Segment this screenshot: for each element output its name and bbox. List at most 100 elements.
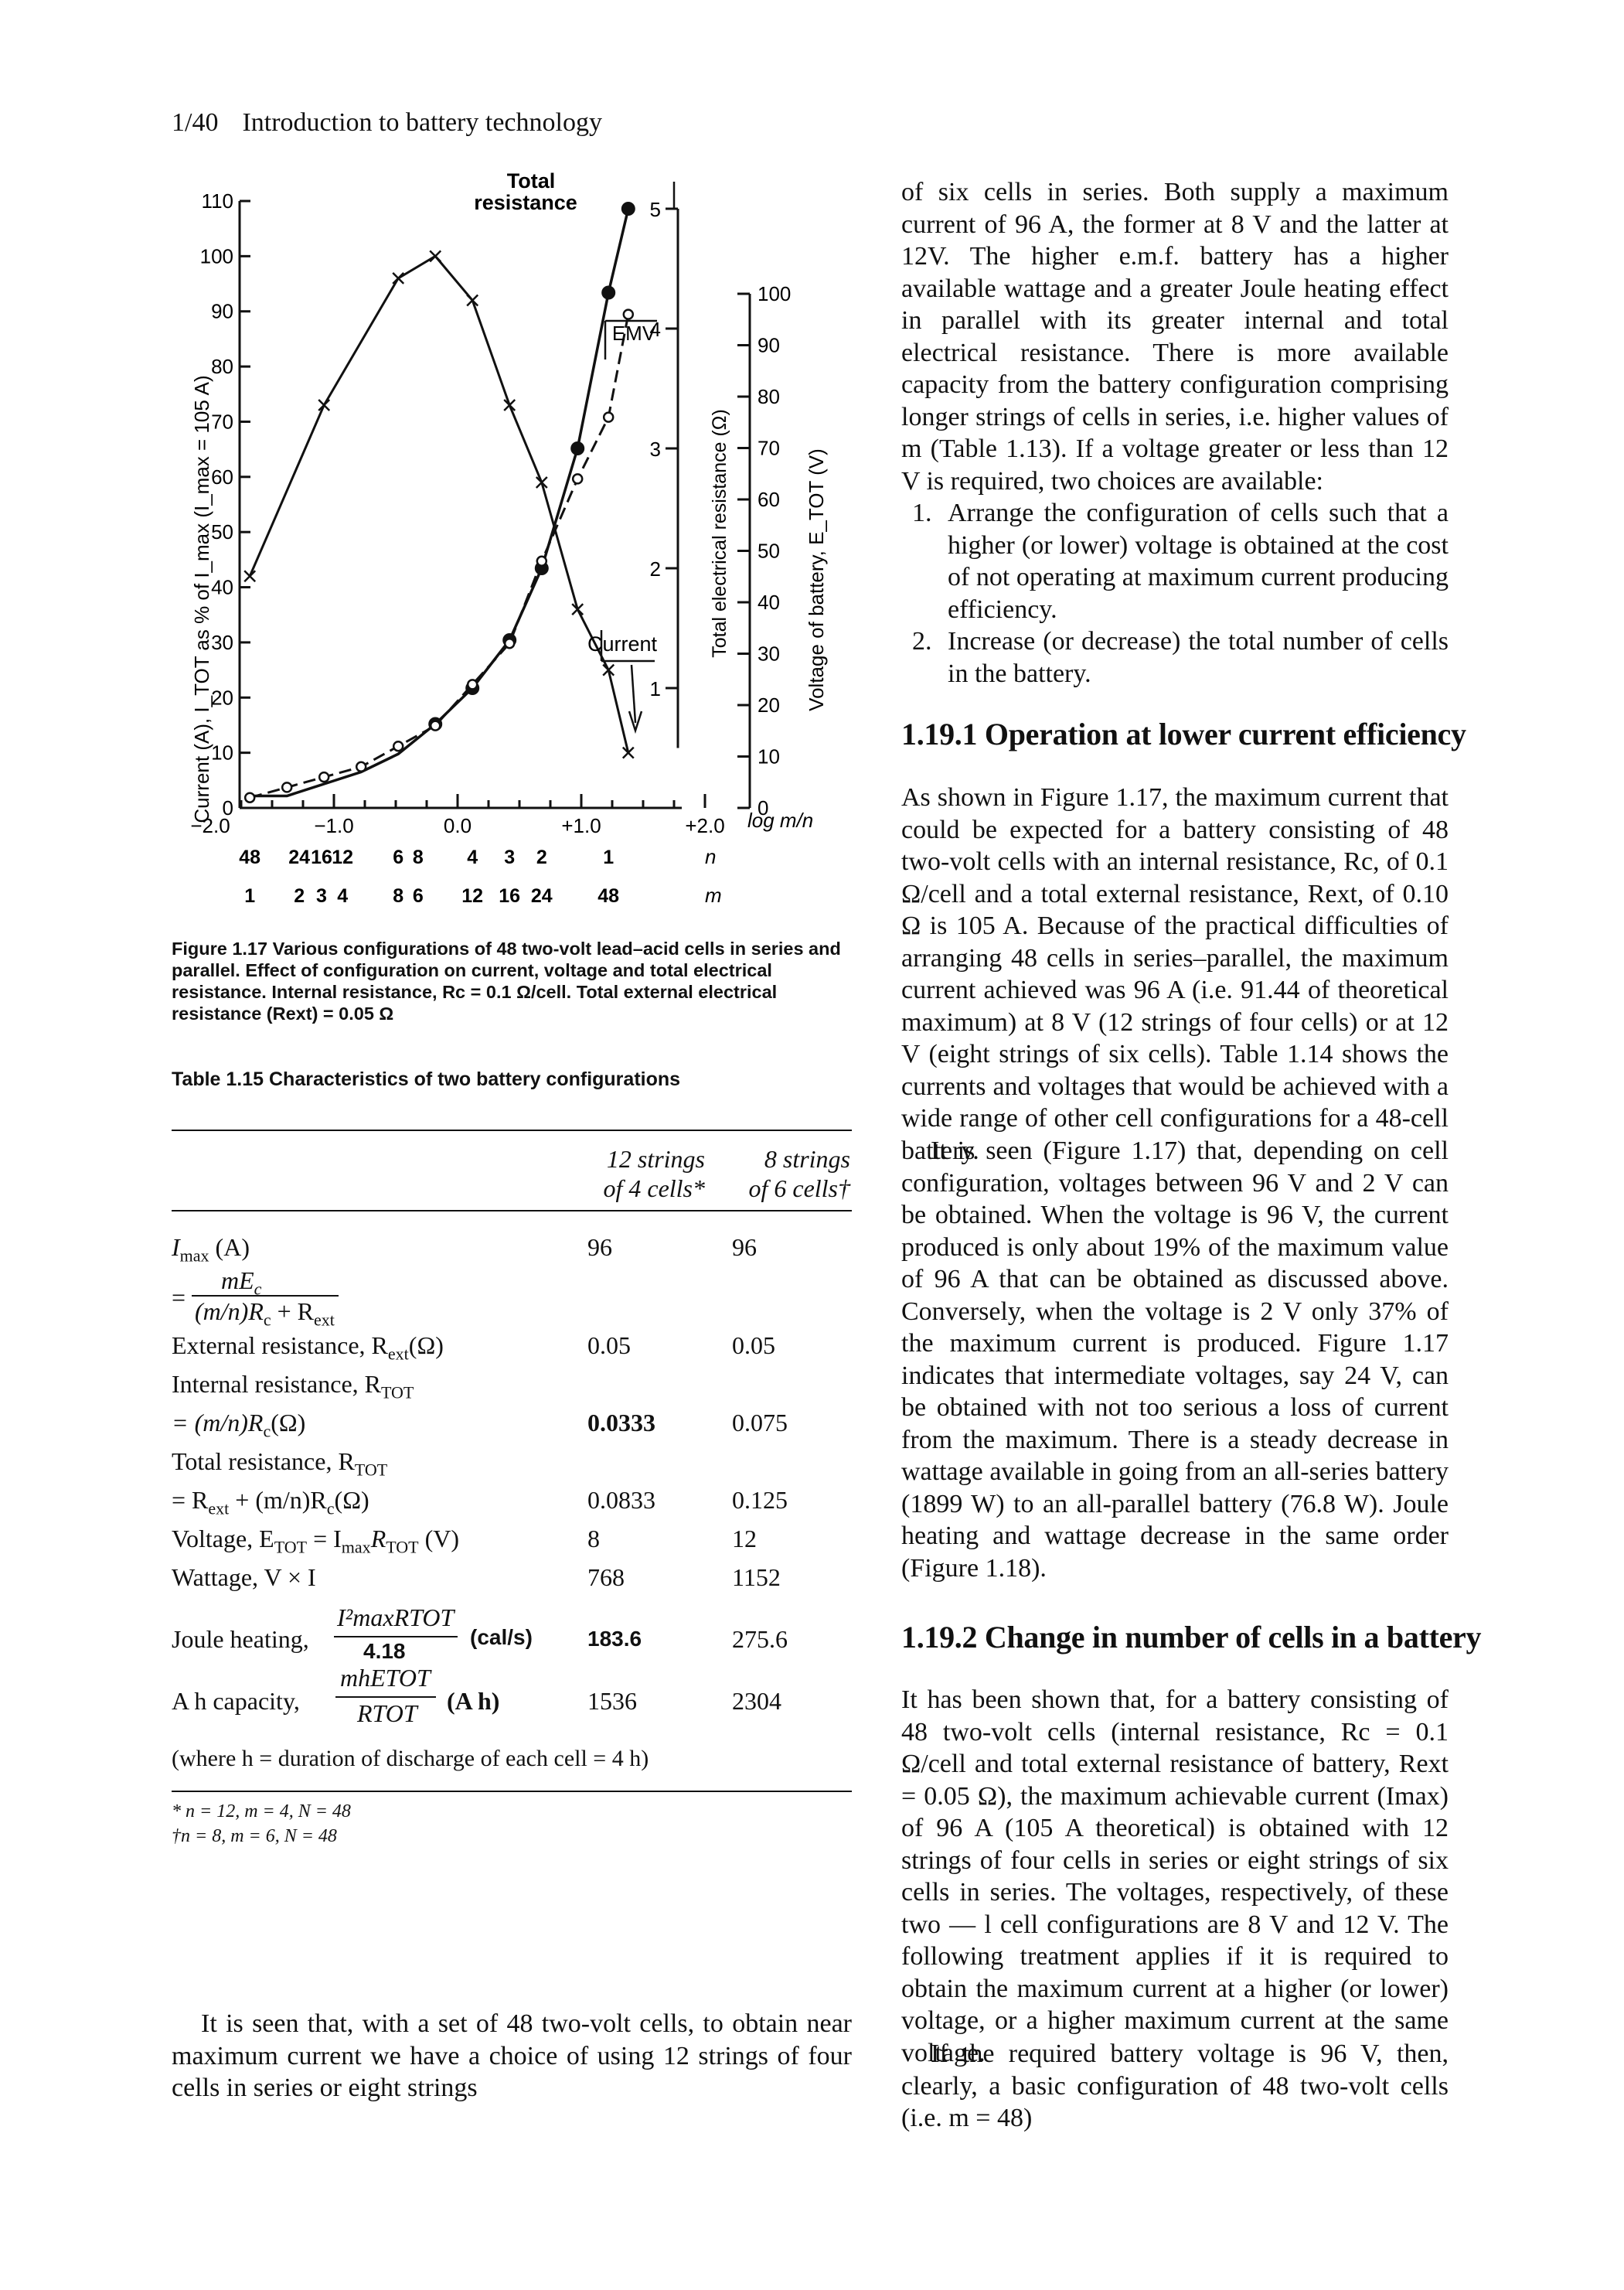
n-row-label: 3 xyxy=(504,847,515,868)
table-row: = Rext + (m/n)Rc(Ω) 0.0833 0.125 xyxy=(172,1486,788,1518)
resistance-axis-tick-label: 1 xyxy=(650,677,661,700)
m-row-label: 8 xyxy=(393,885,403,907)
section-heading-1-19-2: 1.19.2 Change in number of cells in a ba… xyxy=(901,1620,1482,1654)
current-point xyxy=(621,746,635,759)
current-point xyxy=(243,570,257,583)
table-col2-header: 8 strings of 6 cells† xyxy=(711,1144,850,1203)
emv-point xyxy=(466,679,478,690)
row-m-label: m xyxy=(705,884,722,907)
m-row-label: 4 xyxy=(337,885,348,907)
n-row-label: 4 xyxy=(467,847,478,868)
voltage-axis-tick-label: 30 xyxy=(758,642,780,666)
left-axis-tick-label: 40 xyxy=(211,576,233,599)
left-axis-tick-label: 10 xyxy=(211,741,233,765)
left-axis-tick-label: 110 xyxy=(202,189,233,213)
x-axis-tick-label: +1.0 xyxy=(561,814,601,837)
chart-marks xyxy=(243,182,676,803)
table-header-rule xyxy=(172,1210,852,1211)
resistance-axis-tick-label: 5 xyxy=(650,198,661,221)
resistance-axis-tick-label: 3 xyxy=(650,438,661,461)
current-point xyxy=(466,294,479,307)
emv-point xyxy=(429,720,441,731)
voltage-axis-tick-label: 0 xyxy=(758,796,768,820)
col1-header-line2: of 4 cells* xyxy=(603,1174,705,1202)
current-arrow-head xyxy=(628,711,643,734)
m-row-label: 2 xyxy=(294,885,305,907)
right-paragraph-5: If the required battery voltage is 96 V,… xyxy=(901,2040,1449,2132)
running-title: Introduction to battery technology xyxy=(242,108,602,137)
right-paragraph-4: It has been shown that, for a battery co… xyxy=(901,1685,1449,2067)
total-resistance-point xyxy=(621,202,635,216)
m-row-label: 1 xyxy=(244,885,255,907)
total-resistance-label-1: Total xyxy=(507,169,556,193)
left-axis-tick-label: 100 xyxy=(200,244,233,268)
right-paragraph-2: As shown in Figure 1.17, the maximum cur… xyxy=(901,783,1449,1165)
voltage-axis-tick-label: 50 xyxy=(758,540,780,563)
choices-list: 1.Arrange the configuration of cells suc… xyxy=(901,497,1449,690)
left-axis-tick-label: 60 xyxy=(211,465,233,489)
table-row: Internal resistance, RTOT xyxy=(172,1370,414,1402)
n-row-label: 12 xyxy=(332,847,353,868)
table-row: Voltage, ETOT = ImaxRTOT (V) 8 12 xyxy=(172,1525,757,1557)
x-axis-tick-label: +2.0 xyxy=(685,814,724,837)
table-where-note: (where h = duration of discharge of each… xyxy=(172,1746,649,1771)
total-resistance-curve xyxy=(250,208,630,798)
current-point xyxy=(503,399,516,411)
table-row: = (m/n)Rc(Ω) 0.0333 0.075 xyxy=(172,1409,788,1441)
emv-label: EMV xyxy=(612,322,656,345)
table-row: Imax (A) 96 96 xyxy=(172,1233,757,1266)
voltage-axis-tick-label: 100 xyxy=(758,282,791,305)
list-item: 1.Arrange the configuration of cells suc… xyxy=(912,499,1449,624)
emv-point xyxy=(571,473,584,485)
current-point xyxy=(535,476,548,489)
voltage-axis-tick-label: 60 xyxy=(758,488,780,511)
n-row-label: 8 xyxy=(413,847,424,868)
table-row: External resistance, Rext(Ω) 0.05 0.05 xyxy=(172,1331,775,1364)
left-axis-tick-label: 70 xyxy=(211,410,233,433)
m-row-label: 6 xyxy=(413,885,424,907)
n-row-label: 24 xyxy=(288,847,310,868)
current-point xyxy=(429,250,442,263)
emv-point xyxy=(602,411,615,423)
x-axis-tick-label: −1.0 xyxy=(314,814,353,837)
voltage-axis-tick-label: 20 xyxy=(758,693,780,717)
table-footnote-1: * n = 12, m = 4, N = 48 xyxy=(172,1801,351,1821)
right-paragraph-3: It is seen (Figure 1.17) that, depending… xyxy=(901,1136,1449,1583)
left-axis-tick-label: 50 xyxy=(211,520,233,544)
left-axis-tick-label: 80 xyxy=(211,355,233,378)
current-pointer xyxy=(630,664,637,724)
emv-point xyxy=(243,792,256,803)
m-row-label: 3 xyxy=(316,885,327,907)
m-row-label: 24 xyxy=(531,885,553,907)
n-row-label: 1 xyxy=(603,847,614,868)
voltage-axis-tick-label: 70 xyxy=(758,437,780,460)
current-label: Current xyxy=(587,632,658,656)
m-row-label: 16 xyxy=(499,885,520,907)
cell-imax-col2: 96 xyxy=(732,1233,757,1261)
left-axis-title: Current (A), I_TOT as % of I_max (I_max … xyxy=(190,375,213,823)
current-curve xyxy=(248,254,630,753)
table-bottom-rule xyxy=(172,1791,852,1792)
right-paragraph-1: of six cells in series. Both supply a ma… xyxy=(901,178,1449,496)
emv-point xyxy=(281,782,293,793)
n-row-label: 2 xyxy=(536,847,547,868)
resistance-axis-title: Total electrical resistance (Ω) xyxy=(709,409,730,658)
left-axis-tick-label: 0 xyxy=(223,796,233,820)
total-resistance-point xyxy=(570,441,585,455)
m-row-label: 48 xyxy=(598,885,619,907)
page-number: 1/40 xyxy=(172,108,219,137)
col2-header-line2: of 6 cells† xyxy=(748,1174,850,1202)
emv-point xyxy=(392,740,404,752)
emv-point xyxy=(355,761,367,773)
x-axis-tick-label: 0.0 xyxy=(444,814,472,837)
total-resistance-label-2: resistance xyxy=(474,191,577,214)
left-axis-tick-label: 90 xyxy=(211,300,233,323)
resistance-axis-tick-label: 2 xyxy=(650,557,661,581)
table-row: Total resistance, RTOT xyxy=(172,1447,388,1480)
figure-caption: Figure 1.17 Various configurations of 48… xyxy=(172,939,841,1024)
current-point xyxy=(318,399,331,411)
n-row-label: 16 xyxy=(311,847,332,868)
row-n-label: n xyxy=(705,845,716,868)
